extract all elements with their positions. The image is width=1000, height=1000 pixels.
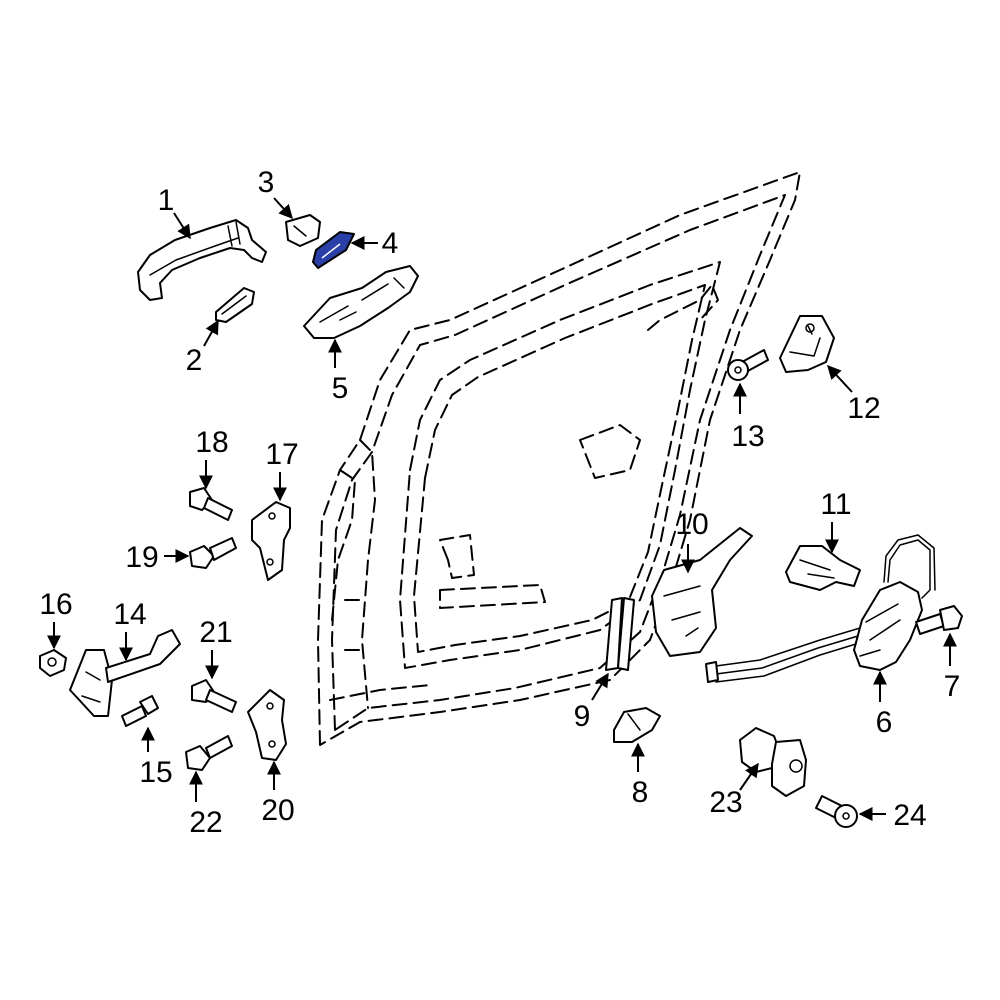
part-11-bracket[interactable] bbox=[785, 545, 861, 591]
callout-7[interactable]: 7 bbox=[944, 670, 961, 703]
leader-9 bbox=[591, 672, 609, 701]
leader-lines bbox=[47, 197, 957, 821]
callout-16[interactable]: 16 bbox=[39, 588, 72, 621]
leader-12 bbox=[827, 364, 853, 393]
callout-8[interactable]: 8 bbox=[632, 776, 649, 809]
part-18-bolt[interactable] bbox=[189, 487, 233, 521]
part-4-seal-highlighted[interactable] bbox=[312, 231, 355, 269]
part-23-lock-cylinder[interactable] bbox=[739, 727, 807, 797]
callout-1[interactable]: 1 bbox=[158, 184, 175, 217]
part-14-door-check[interactable] bbox=[69, 629, 181, 717]
callout-14[interactable]: 14 bbox=[113, 598, 146, 631]
callout-12[interactable]: 12 bbox=[847, 392, 880, 425]
part-13-screw[interactable] bbox=[727, 349, 769, 381]
part-8-clip[interactable] bbox=[613, 707, 661, 743]
callout-17[interactable]: 17 bbox=[265, 438, 298, 471]
callout-22[interactable]: 22 bbox=[189, 806, 222, 839]
part-22-bolt[interactable] bbox=[185, 735, 233, 771]
part-20-hinge-lower[interactable] bbox=[247, 689, 287, 761]
callout-13[interactable]: 13 bbox=[731, 420, 764, 453]
leader-1 bbox=[173, 212, 191, 240]
part-9-channel[interactable] bbox=[605, 597, 635, 671]
part-2-handle-cap[interactable] bbox=[215, 287, 255, 323]
part-12-striker[interactable] bbox=[779, 315, 835, 373]
part-7-bolt[interactable] bbox=[915, 605, 963, 635]
callout-4[interactable]: 4 bbox=[382, 227, 399, 260]
callout-24[interactable]: 24 bbox=[893, 799, 926, 832]
leader-23 bbox=[739, 762, 759, 791]
callout-11[interactable]: 11 bbox=[820, 488, 851, 521]
leader-3 bbox=[273, 197, 293, 220]
part-21-bolt[interactable] bbox=[191, 679, 237, 713]
callout-19[interactable]: 19 bbox=[125, 541, 158, 574]
callout-18[interactable]: 18 bbox=[195, 426, 228, 459]
callout-21[interactable]: 21 bbox=[199, 616, 232, 649]
callout-numbers: 1 2 3 4 5 6 7 8 9 10 11 12 13 14 15 16 1… bbox=[39, 166, 960, 839]
callout-3[interactable]: 3 bbox=[258, 166, 275, 199]
callout-6[interactable]: 6 bbox=[876, 706, 893, 739]
callout-23[interactable]: 23 bbox=[709, 786, 742, 819]
part-6-door-lock-actuator[interactable] bbox=[705, 534, 936, 683]
leader-2 bbox=[203, 319, 219, 347]
callout-5[interactable]: 5 bbox=[332, 372, 349, 405]
part-10-lock-bracket[interactable] bbox=[651, 527, 753, 657]
part-24-screw[interactable] bbox=[815, 795, 858, 828]
part-5-handle-frame[interactable] bbox=[303, 265, 419, 339]
door-outline bbox=[317, 171, 801, 746]
part-1-outside-handle[interactable] bbox=[137, 219, 267, 301]
part-17-hinge-upper[interactable] bbox=[251, 501, 291, 581]
callout-20[interactable]: 20 bbox=[261, 794, 294, 827]
callout-2[interactable]: 2 bbox=[186, 344, 203, 377]
part-3-cover[interactable] bbox=[285, 214, 321, 247]
callout-15[interactable]: 15 bbox=[139, 756, 172, 789]
callout-9[interactable]: 9 bbox=[574, 700, 591, 733]
part-19-bolt[interactable] bbox=[189, 537, 237, 569]
part-16-nut[interactable] bbox=[39, 649, 67, 677]
callout-10[interactable]: 10 bbox=[675, 508, 708, 541]
part-15-bolt[interactable] bbox=[121, 695, 159, 727]
